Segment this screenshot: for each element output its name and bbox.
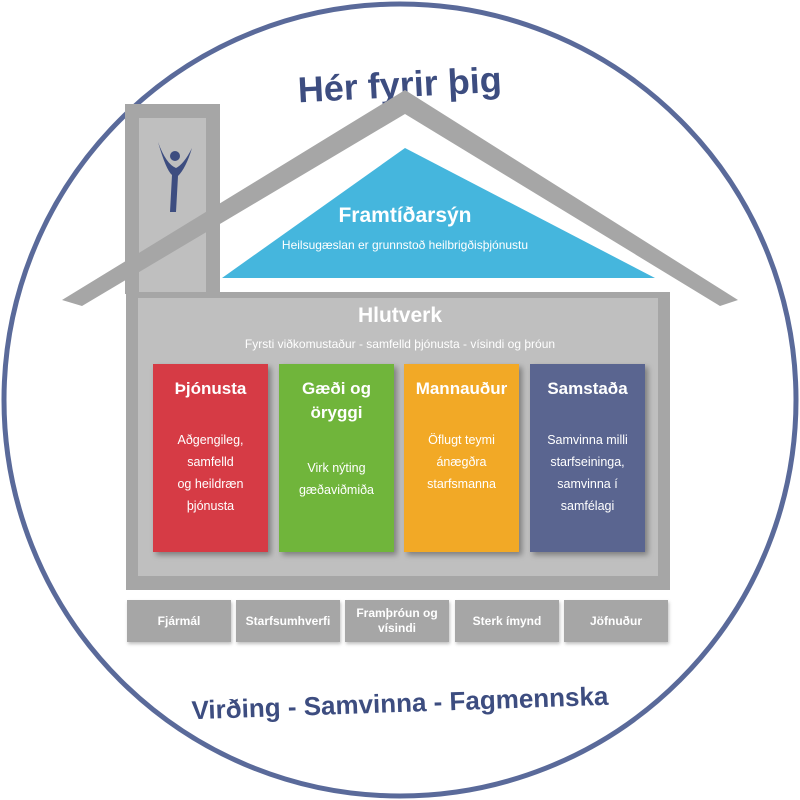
foundation-box [455, 600, 559, 642]
pillar-box [279, 364, 394, 552]
pillar-box [530, 364, 645, 552]
pillar-box [404, 364, 519, 552]
foundation-label: Fjármál [158, 614, 201, 628]
pillar-body: þjónusta [187, 499, 234, 513]
foundation-block-4: Sterk ímynd [455, 600, 559, 642]
roof-triangle [222, 148, 655, 278]
roof-subtitle: Heilsugæslan er grunnstoð heilbrigðisþjó… [282, 238, 528, 252]
foundation-box [564, 600, 668, 642]
foundation-box [236, 600, 340, 642]
pillar-box [153, 364, 268, 552]
foundation-block-5: Jöfnuður [564, 600, 668, 642]
pillar-title: Mannauður [416, 379, 508, 398]
pillar-title: Gæði og [302, 379, 371, 398]
pillar-body: ánægðra [436, 455, 486, 469]
pillar-body: samfélagi [561, 499, 615, 513]
foundation-box [345, 600, 449, 642]
foundation-label: Framþróun og [356, 606, 437, 620]
mission-subtitle: Fyrsti viðkomustaður - samfelld þjónusta… [245, 337, 555, 351]
mission-title: Hlutverk [358, 304, 442, 327]
pillar-body: Samvinna milli [547, 433, 628, 447]
pillar-title: öryggi [311, 403, 363, 422]
pillar-body: Öflugt teymi [428, 433, 495, 447]
foundation-label: vísindi [378, 621, 416, 635]
foundation-label: Sterk ímynd [473, 614, 542, 628]
pillar-body: samvinna í [557, 477, 618, 491]
foundation-label: Starfsumhverfi [246, 614, 331, 628]
foundation-label: Jöfnuður [590, 614, 642, 628]
pillar-body: samfelld [187, 455, 234, 469]
pillar-body: gæðaviðmiða [299, 483, 374, 497]
foundation-block-1: Fjármál [127, 600, 231, 642]
pillar-title: Samstaða [547, 379, 628, 398]
person-arms-raised-icon [158, 142, 192, 212]
foundation-box [127, 600, 231, 642]
foundation-group: Fjármál Starfsumhverfi Framþróun ogvísindi… [127, 600, 668, 642]
foundation-block-2: Starfsumhverfi [236, 600, 340, 642]
pillar-title: Þjónusta [175, 379, 247, 398]
pillar-body: starfseininga, [550, 455, 624, 469]
pillar-body: starfsmanna [427, 477, 496, 491]
pillar-body: og heildræn [177, 477, 243, 491]
pillar-body: Aðgengileg, [177, 433, 243, 447]
roof-title: Framtíðarsýn [338, 204, 471, 227]
pillar-body: Virk nýting [307, 461, 365, 475]
